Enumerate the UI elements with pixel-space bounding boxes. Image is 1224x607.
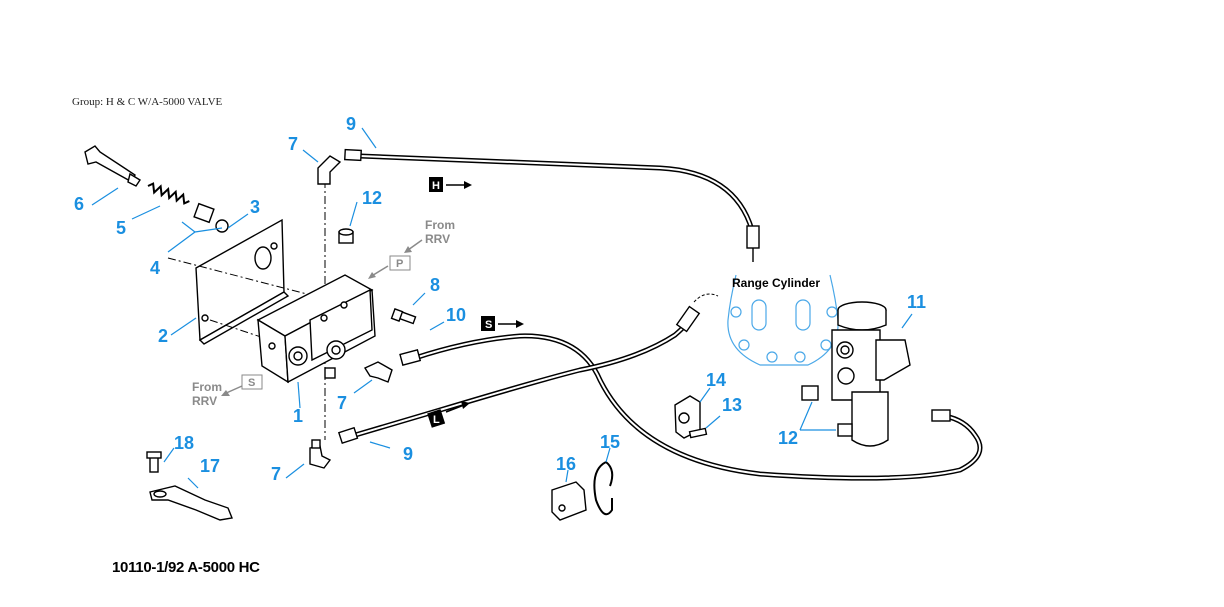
from-rrv-bottom-line2: RRV [192,394,217,408]
port-p-label: P [396,258,403,270]
callout-8: 8 [430,275,440,295]
from-rrv-top-arrow [404,239,423,253]
elbow-part-7-top [317,155,342,185]
screw-part-8 [390,308,417,325]
callout-11: 11 [907,292,926,312]
flow-s-letter: S [485,319,492,331]
flow-marker-l: L [427,401,470,428]
port-s-label: S [248,377,255,389]
callout-7-bottom: 7 [271,464,281,484]
plunger-part-6 [84,145,141,187]
callout-15: 15 [600,432,620,452]
hose-fitting-top-right [746,225,760,262]
elbow-part-7-bottom [309,439,332,469]
callout-13: 13 [722,395,742,415]
port-p-box: P [368,255,411,279]
hose-fitting-9-right [675,293,719,333]
callout-10: 10 [446,305,466,325]
callout-9-top: 9 [346,114,356,134]
flow-l-letter: L [433,414,440,426]
centerline-1 [167,257,331,301]
valve-body-part-1 [256,274,376,384]
from-rrv-bottom-line1: From [192,380,222,394]
callout-3: 3 [250,197,260,217]
callout-7-mid: 7 [337,393,347,413]
hose-fitting-10-right [931,409,951,422]
hose-9-top [357,153,755,233]
hose-fitting-9-left [337,426,359,445]
plug-part-12-top [338,228,354,244]
callout-4: 4 [150,258,160,278]
flow-h-letter: H [432,180,440,192]
from-rrv-top-line1: From [425,218,455,232]
from-rrv-top-line2: RRV [425,232,450,246]
callout-17: 17 [200,456,220,476]
group-title: Group: H & C W/A-5000 VALVE [72,96,223,108]
bracket-part-16 [551,481,587,521]
callout-6: 6 [74,194,84,214]
callout-7-top: 7 [288,134,298,154]
callout-1: 1 [293,406,303,426]
hose-fitting-10-left [399,348,422,366]
callout-12-top: 12 [362,188,382,208]
strap-part-17 [149,485,233,521]
hose-fitting-top-left [344,148,362,162]
plug-part-12-right-a [801,385,819,401]
clip-part-15 [593,461,614,516]
callout-5: 5 [116,218,126,238]
range-cylinder-label: Range Cylinder [732,276,820,290]
mounting-plate-part-2 [195,218,290,345]
range-cylinder-outline [727,274,839,366]
flow-marker-s: S [481,316,524,331]
piston-part-4 [193,202,229,233]
diagram-code: 10110-1/92 A-5000 HC [112,559,260,576]
port-s-box: S [221,374,263,396]
callout-9-bottom: 9 [403,444,413,464]
callout-18: 18 [174,433,194,453]
screw-part-13 [688,427,708,439]
spring-part-5 [147,182,190,205]
plug-part-12-right-b [837,423,853,437]
callout-14: 14 [706,370,726,390]
callout-12-right: 12 [778,428,798,448]
callout-16: 16 [556,454,576,474]
flow-marker-h: H [429,177,472,192]
callout-2: 2 [158,326,168,346]
hose-10 [412,333,983,481]
valve-part-11 [831,301,911,447]
elbow-part-7-right [363,361,393,383]
screw-part-18 [146,451,162,473]
